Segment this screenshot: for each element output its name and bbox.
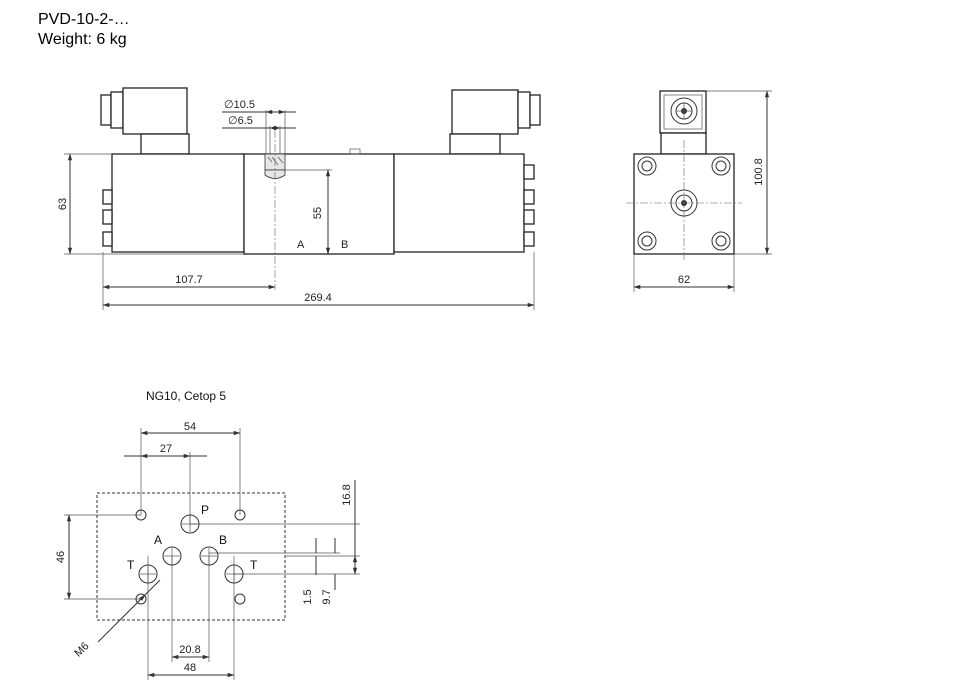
mounting-bore-section bbox=[264, 130, 286, 290]
dim-54: 54 bbox=[184, 421, 196, 433]
thread-m6: M6 bbox=[72, 640, 91, 659]
dim-end-height: 100.8 bbox=[753, 158, 765, 186]
dim-48: 48 bbox=[184, 662, 196, 674]
model-title: PVD-10-2-… bbox=[38, 11, 130, 28]
left-solenoid-connector bbox=[100, 87, 190, 155]
dim-to-center: 107.7 bbox=[175, 274, 203, 286]
dim-16-8: 16.8 bbox=[341, 484, 353, 505]
dim-bore-outer: ∅10.5 bbox=[224, 99, 255, 111]
dim-total-length: 269.4 bbox=[304, 292, 332, 304]
side-view: ∅10.5 ∅6.5 55 A B 63 107.7 269.4 bbox=[57, 87, 541, 310]
port-t-right-hole bbox=[224, 564, 244, 584]
port-p-label: P bbox=[201, 503, 209, 517]
bolt-hole bbox=[234, 593, 246, 605]
header: PVD-10-2-… Weight: 6 kg bbox=[38, 10, 130, 50]
side-port-b: B bbox=[341, 239, 348, 251]
left-solenoid-body bbox=[111, 153, 245, 253]
bolt-hole bbox=[135, 509, 147, 521]
dim-27: 27 bbox=[160, 443, 172, 455]
dim-port-height: 55 bbox=[312, 207, 324, 219]
bolt-hole bbox=[135, 593, 147, 605]
end-view: 100.8 62 bbox=[626, 90, 772, 292]
bolt-hole bbox=[234, 509, 246, 521]
mounting-title: NG10, Cetop 5 bbox=[146, 389, 226, 403]
mounting-outline bbox=[96, 492, 286, 621]
port-a-hole bbox=[162, 546, 182, 566]
right-solenoid-connector bbox=[449, 89, 541, 155]
dim-height-63: 63 bbox=[57, 198, 69, 210]
port-t-right-label: T bbox=[250, 558, 258, 572]
mounting-pattern: NG10, Cetop 5 54 27 16.8 46 bbox=[55, 389, 360, 680]
weight-label: Weight: 6 kg bbox=[38, 31, 127, 48]
port-t-left-hole bbox=[138, 564, 158, 584]
port-b-label: B bbox=[219, 533, 227, 547]
port-p-hole bbox=[180, 514, 200, 534]
port-b-hole bbox=[199, 546, 219, 566]
port-t-left-label: T bbox=[127, 558, 135, 572]
dim-9-7: 9.7 bbox=[321, 589, 333, 604]
dim-end-width: 62 bbox=[678, 274, 690, 286]
dim-bore-inner: ∅6.5 bbox=[228, 115, 253, 127]
right-solenoid-body bbox=[393, 153, 525, 253]
dim-20-8: 20.8 bbox=[179, 644, 200, 656]
dim-1-5: 1.5 bbox=[302, 589, 314, 604]
dim-46: 46 bbox=[55, 551, 67, 563]
port-a-label: A bbox=[154, 533, 162, 547]
side-port-a: A bbox=[297, 239, 305, 251]
